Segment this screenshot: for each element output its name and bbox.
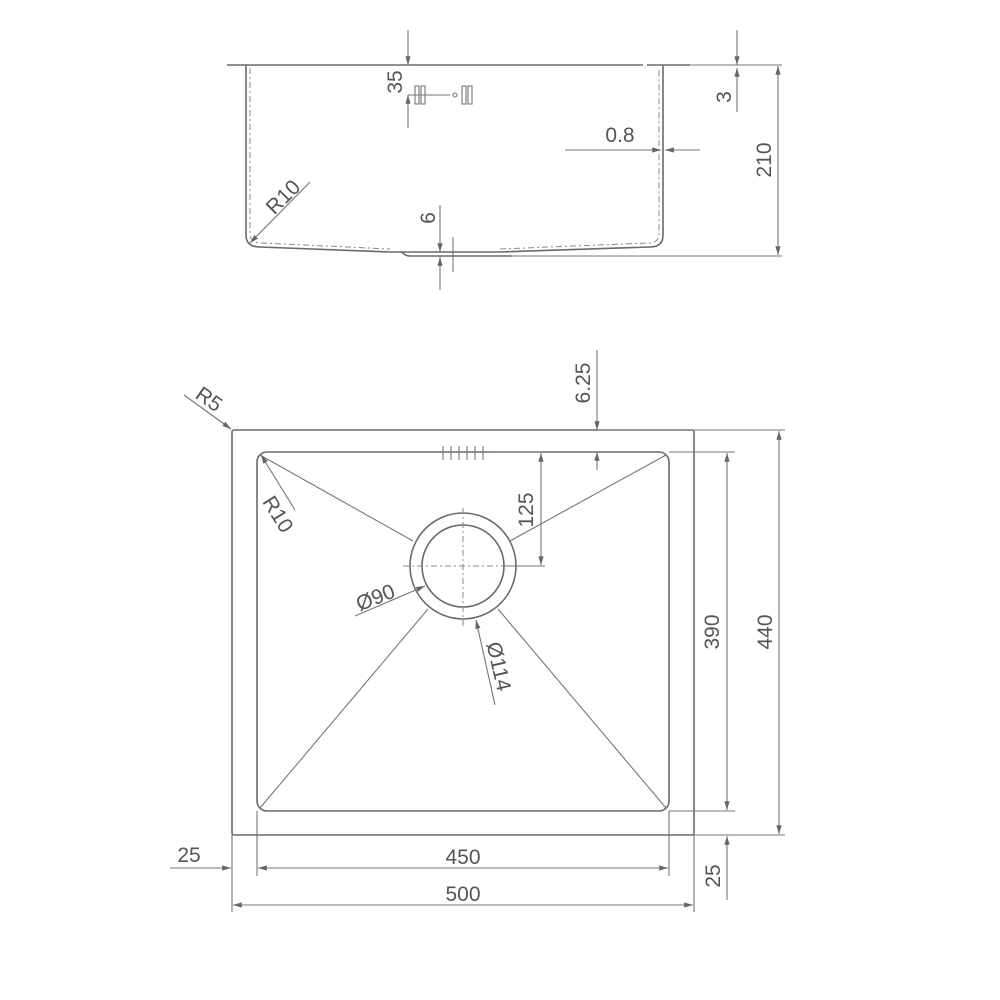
section-view: 35 3 0.8 210 R10 6 (227, 30, 782, 290)
ext-lines-440 (694, 429, 785, 836)
dim-450: 450 (445, 846, 480, 869)
dim-500: 500 (445, 883, 480, 906)
ext-lines-450 (256, 811, 670, 876)
ext-lines-500 (231, 835, 695, 912)
dim-d114: Ø114 (482, 640, 516, 694)
bowl-outline (245, 65, 664, 253)
dim-line-r10-plan (260, 454, 296, 511)
dim-line-r10-section (249, 181, 311, 244)
dim-35: 35 (384, 70, 407, 93)
ext-lines-125 (490, 451, 545, 567)
dim-r10-section: R10 (262, 176, 306, 220)
dim-390: 390 (701, 614, 724, 649)
overflow-slots-icon (414, 85, 473, 105)
dim-3: 3 (713, 91, 736, 103)
bowl-inner-outline (249, 68, 660, 250)
inner-bowl (256, 451, 670, 812)
dim-0-8: 0.8 (605, 124, 634, 147)
dim-25-left: 25 (177, 844, 200, 867)
dim-6: 6 (417, 212, 440, 224)
dim-440: 440 (754, 614, 777, 649)
plan-view: R5 R10 6.25 125 Ø90 Ø114 390 440 (170, 350, 785, 912)
dim-r10-plan: R10 (258, 492, 298, 537)
dim-line-d114 (475, 619, 496, 706)
slope-lines (259, 454, 667, 809)
dim-r5: R5 (191, 383, 226, 417)
dim-line-r5 (183, 394, 232, 430)
overflow-marks-icon (442, 446, 484, 460)
dim-6-25: 6.25 (572, 363, 595, 404)
drain-recess (401, 251, 512, 257)
dim-210: 210 (753, 142, 776, 177)
outer-flange (231, 429, 695, 836)
dim-line-d90 (354, 585, 426, 617)
dim-125: 125 (515, 492, 538, 527)
dim-25-bottom: 25 (702, 864, 725, 887)
dim-d90: Ø90 (353, 580, 398, 616)
ext-lines-390 (669, 451, 735, 812)
ext-lines-210 (510, 64, 782, 257)
